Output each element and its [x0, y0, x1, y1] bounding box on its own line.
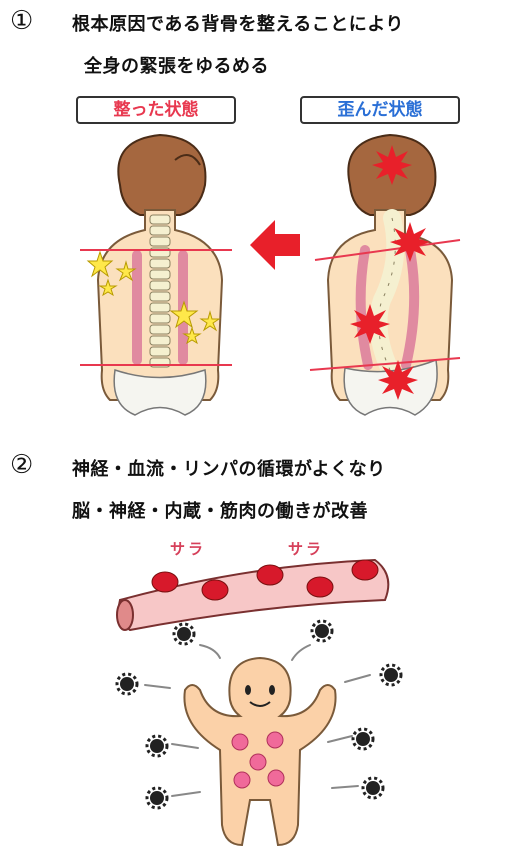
germ-icon	[310, 619, 334, 643]
germ-icon	[351, 727, 375, 751]
germ-icon	[145, 734, 169, 758]
distorted-state-label: 歪んだ状態	[300, 96, 460, 124]
germ-icon	[172, 622, 196, 646]
pain-burst-icon	[350, 304, 390, 344]
section-2-heading-line1: 神経・血流・リンパの循環がよくなり	[72, 459, 386, 480]
motion-lines	[144, 644, 371, 797]
star-icon	[169, 300, 221, 345]
germ-icon	[379, 663, 403, 687]
flow-text-left: サラ	[170, 540, 207, 558]
blood-vessel-illustration	[116, 558, 390, 632]
germ-icon	[145, 786, 169, 810]
step-2-number: ②	[10, 450, 34, 480]
section-1-heading-line2: 全身の緊張をゆるめる	[84, 56, 269, 77]
red-left-arrow-icon	[250, 220, 300, 270]
section-2-heading-line2: 脳・神経・内蔵・筋肉の働きが改善	[72, 501, 368, 522]
happy-body-illustration	[183, 656, 337, 847]
star-icon	[86, 250, 137, 297]
aligned-back-illustration	[80, 133, 232, 416]
germ-icon	[115, 672, 139, 696]
pain-burst-icon	[378, 360, 418, 400]
section-1-heading-line1: 根本原因である背骨を整えることにより	[72, 14, 404, 35]
flow-text-right: サラ	[288, 540, 325, 558]
germ-icon	[361, 776, 385, 800]
step-1-number: ①	[10, 6, 34, 36]
pain-burst-icon	[372, 145, 412, 185]
pain-burst-icon	[390, 222, 430, 262]
aligned-state-label: 整った状態	[76, 96, 236, 124]
